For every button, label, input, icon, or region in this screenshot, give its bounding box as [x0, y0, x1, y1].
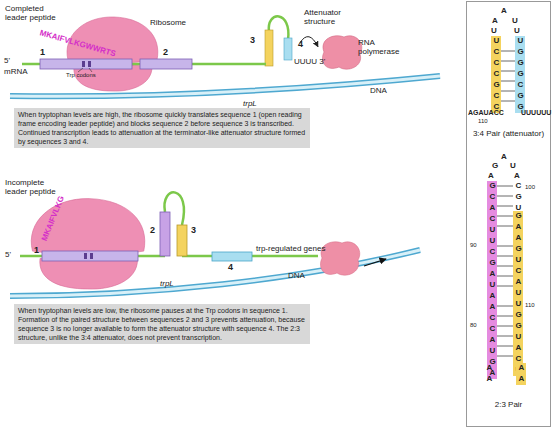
base-letter: U: [510, 161, 516, 170]
sequence-region: [212, 252, 252, 261]
position-number: 100: [525, 183, 535, 192]
codon-label: Trp codons: [66, 71, 96, 80]
polymerase-shape: [320, 242, 359, 275]
sequence-number: 3: [250, 36, 255, 45]
attenuator-hairpin: Attenuator structure: [258, 8, 300, 68]
base-letter: A: [501, 152, 507, 161]
strand-label: DNA: [288, 271, 305, 280]
trp-codon-mark: [84, 253, 87, 259]
sequence-region: [284, 38, 292, 60]
base-pair-dashes: [501, 51, 515, 101]
structure-panel: 3:4 Pair (attenuator) 2:3 Pair: [466, 1, 551, 427]
sequence-number: 1: [34, 246, 39, 255]
base-letter: G: [492, 161, 498, 170]
base-column: GCACUUCGAUAACCAUGA: [487, 181, 497, 379]
panel-note: Incomplete leader peptide: [5, 178, 65, 196]
ribosome-small-subunit: [40, 257, 138, 289]
base-letter: A: [514, 171, 520, 180]
sequence-region: [40, 59, 132, 69]
strand-label: mRNA: [4, 67, 28, 76]
strand-end: 5': [4, 56, 10, 65]
base-letter: A: [488, 171, 494, 180]
position-number: 90: [470, 241, 477, 250]
rna-polymerase-blob: [320, 242, 359, 275]
base-letter: U: [512, 16, 518, 25]
ribosome-shape: [31, 199, 145, 289]
base-letter: A: [492, 16, 498, 25]
sequence-region: [177, 225, 187, 256]
rna-polymerase-outline: [318, 32, 364, 72]
caption-text: When tryptophan levels are low, the ribo…: [18, 306, 306, 342]
sequence-region: [265, 30, 273, 66]
rna-polymerase-blob: [322, 36, 361, 69]
position-number: 80: [470, 321, 477, 330]
rna-polymerase: RNA polymerase: [318, 32, 364, 72]
sequence-number: 2: [150, 226, 155, 235]
base-pair-dashes: [497, 186, 513, 356]
mrna-strand: [20, 255, 165, 258]
ribosome-label: Ribosome: [150, 18, 186, 27]
trp-codon-mark: [82, 61, 85, 67]
base-column: CGU: [513, 181, 523, 214]
trp-codon-mark: [88, 61, 91, 67]
leader-line: [78, 68, 92, 72]
sequence-number: 1: [40, 48, 45, 57]
base-column: UCCCGCC: [491, 36, 501, 113]
dna-strand: [10, 76, 440, 96]
base-letter: A: [501, 6, 507, 15]
sequence-region: [42, 251, 138, 261]
panel-heading: 3:4 Pair (attenuator): [467, 129, 550, 138]
polymerase-label: RNA polymerase: [358, 38, 408, 56]
sequence-region: [140, 59, 192, 69]
trp-codon-mark: [90, 253, 93, 259]
base-run: AGAUACC: [468, 108, 504, 117]
peptide-sequence: MKAIFVLKGWWRTS: [39, 28, 117, 58]
gene-label: trpL: [160, 279, 174, 288]
mrna-strand: [22, 63, 266, 66]
release-arrow: [300, 37, 318, 47]
sequence-number: 4: [298, 40, 303, 49]
caption-text: When tryptophan levels are high, the rib…: [18, 110, 306, 146]
dna-strand: [10, 250, 420, 296]
sequence-number: 3: [191, 226, 196, 235]
sequence-number: 2: [163, 48, 168, 57]
sequence-end: UUUU 3': [294, 57, 325, 66]
dna-strand: [10, 250, 420, 296]
peptide-sequence: MKAIFVLKG: [40, 195, 66, 242]
panel-note: Completed leader peptide: [5, 4, 65, 22]
base-column: AA: [484, 363, 494, 385]
base-column: GAAGUCAUUGGUACU: [513, 211, 523, 376]
position-number: 110: [478, 117, 488, 126]
base-letter: U: [514, 26, 520, 35]
gene-label: trpL: [243, 99, 257, 108]
position-number: 110: [525, 301, 535, 310]
dna-strand: [10, 76, 440, 96]
base-letter: U: [491, 26, 497, 35]
caption-box: When tryptophan levels are low, the ribo…: [14, 304, 310, 344]
strand-label: DNA: [370, 86, 387, 95]
panel-heading: 2:3 Pair: [467, 400, 550, 409]
gene-label: trp-regulated genes: [256, 244, 325, 253]
base-run: UUUUUU: [521, 108, 551, 117]
sequence-number: 4: [228, 263, 233, 272]
base-column: UGGGCGG: [515, 36, 525, 113]
attenuator-hairpin-outline: [258, 8, 300, 68]
strand-end: 5': [5, 250, 11, 259]
caption-box: When tryptophan levels are high, the rib…: [14, 108, 310, 148]
mrna-strand: [182, 255, 318, 258]
transcription-arrow: [364, 259, 386, 266]
structure-label: Attenuator structure: [304, 8, 359, 26]
base-column: AA: [516, 363, 526, 385]
sequence-region: [160, 212, 170, 256]
mrna-loop: [164, 192, 183, 225]
